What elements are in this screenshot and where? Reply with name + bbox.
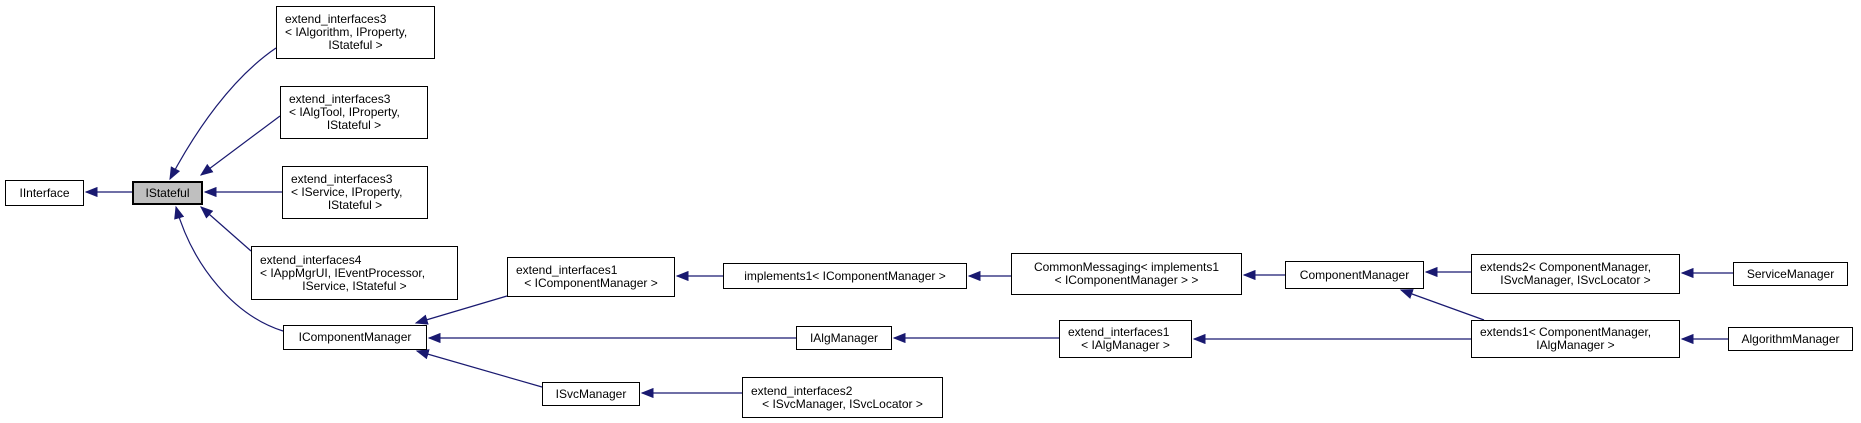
node-label: < IComponentManager > >	[1054, 273, 1199, 287]
node-label: ISvcManager, ISvcLocator >	[1500, 273, 1651, 287]
node-label: IInterface	[19, 185, 70, 200]
node-label: extend_interfaces1	[1068, 325, 1170, 339]
node-commonmessaging[interactable]: CommonMessaging< implements1 < IComponen…	[1011, 253, 1242, 295]
edge-extends1-to-componentmanager	[1399, 289, 1485, 321]
node-label: CommonMessaging< implements1	[1033, 260, 1220, 274]
node-label: IComponentManager	[298, 330, 412, 344]
node-extend-interfaces1-ialgmanager[interactable]: extend_interfaces1 < IAlgManager >	[1059, 320, 1192, 358]
node-extend-interfaces3-ialgtool[interactable]: extend_interfaces3 < IAlgTool, IProperty…	[280, 86, 428, 139]
node-label: ComponentManager	[1299, 267, 1410, 282]
node-icomponentmanager[interactable]: IComponentManager	[283, 325, 427, 350]
node-label: < IAlgorithm, IProperty,	[285, 25, 408, 39]
node-label: extends1< ComponentManager,	[1480, 325, 1652, 339]
edge-ei3-algtool-to-istateful	[199, 115, 281, 176]
node-componentmanager[interactable]: ComponentManager	[1285, 261, 1424, 289]
node-label: ISvcManager	[555, 386, 627, 401]
node-extend-interfaces1-icomponentmanager[interactable]: extend_interfaces1 < IComponentManager >	[507, 257, 675, 297]
node-label: < IAlgManager >	[1081, 338, 1170, 352]
node-extend-interfaces3-iservice[interactable]: extend_interfaces3 < IService, IProperty…	[282, 166, 428, 219]
node-extend-interfaces4-iappmgrui[interactable]: extend_interfaces4 < IAppMgrUI, IEventPr…	[251, 246, 458, 300]
node-extends1-componentmanager[interactable]: extends1< ComponentManager, IAlgManager …	[1471, 320, 1680, 358]
node-label: extend_interfaces3	[291, 172, 393, 186]
node-extend-interfaces3-ialgorithm[interactable]: extend_interfaces3 < IAlgorithm, IProper…	[276, 6, 435, 59]
node-label: < IService, IProperty,	[291, 185, 403, 199]
node-isvcmanager[interactable]: ISvcManager	[542, 382, 640, 406]
node-extend-interfaces2-isvcmanager[interactable]: extend_interfaces2 < ISvcManager, ISvcLo…	[742, 377, 943, 418]
node-servicemanager[interactable]: ServiceManager	[1733, 262, 1848, 286]
node-label: IAlgManager >	[1536, 338, 1615, 352]
node-label: IStateful >	[326, 118, 382, 132]
node-label: IStateful >	[327, 198, 383, 212]
node-iinterface[interactable]: IInterface	[5, 180, 84, 206]
node-ialgmanager[interactable]: IAlgManager	[796, 326, 892, 350]
node-label: IStateful	[145, 185, 190, 200]
node-extends2-componentmanager[interactable]: extends2< ComponentManager, ISvcManager,…	[1471, 254, 1680, 294]
node-label: < IComponentManager >	[524, 276, 658, 290]
node-label: < ISvcManager, ISvcLocator >	[762, 396, 923, 411]
node-label: < IAppMgrUI, IEventProcessor,	[260, 265, 426, 280]
node-label: implements1< IComponentManager >	[744, 268, 946, 283]
edge-ei3-algorithm-to-istateful	[169, 47, 277, 181]
node-algorithmmanager[interactable]: AlgorithmManager	[1728, 327, 1853, 351]
node-label: IService, IStateful >	[302, 278, 407, 293]
node-label: IAlgManager	[809, 330, 879, 345]
node-implements1-icomponentmanager[interactable]: implements1< IComponentManager >	[723, 263, 967, 289]
node-label: ServiceManager	[1746, 266, 1835, 281]
node-label: AlgorithmManager	[1741, 331, 1840, 346]
node-label: < IAlgTool, IProperty,	[289, 105, 400, 119]
node-label: extend_interfaces2	[751, 383, 853, 398]
node-label: extends2< ComponentManager,	[1480, 260, 1652, 274]
edge-isvcmanager-to-icomponentmanager	[415, 349, 543, 388]
node-label: extend_interfaces1	[516, 263, 618, 277]
node-label: extend_interfaces3	[285, 12, 387, 26]
node-label: extend_interfaces3	[289, 92, 391, 106]
edge-icomponentmanager-to-istateful	[174, 205, 284, 332]
edge-ei4-appmgrui-to-istateful	[200, 206, 252, 252]
node-label: IStateful >	[328, 38, 383, 52]
node-istateful: IStateful	[132, 181, 203, 205]
node-label: extend_interfaces4	[260, 252, 362, 267]
edge-ei1-icompmgr-to-icomponentmanager	[414, 295, 508, 325]
